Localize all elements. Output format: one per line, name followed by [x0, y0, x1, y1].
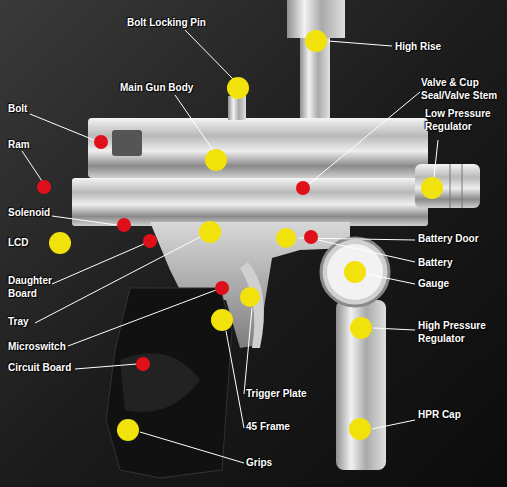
part-label: Ram: [8, 138, 30, 151]
lpr-ring: [462, 164, 463, 208]
part-label: Valve & Cup Seal/Valve Stem: [421, 76, 507, 102]
bolt-window: [112, 130, 142, 156]
part-label: 45 Frame: [246, 420, 290, 433]
part-label: HPR Cap: [418, 408, 461, 421]
trigger: [240, 262, 264, 348]
hpr: [336, 300, 386, 470]
grip: [106, 288, 232, 478]
yellow-markers: [49, 30, 443, 441]
part-label: Battery: [418, 256, 452, 269]
part-label: Main Gun Body: [120, 81, 193, 94]
part-label: LCD: [8, 236, 29, 249]
leader-lines: [22, 30, 438, 463]
part-label: Bolt: [8, 102, 27, 115]
part-label: Solenoid: [8, 206, 50, 219]
part-label: Daughter Board: [8, 274, 58, 300]
part-label: Tray: [8, 315, 29, 328]
grip-texture: [120, 353, 200, 412]
lpr: [415, 164, 480, 208]
part-label: Bolt Locking Pin: [127, 16, 206, 29]
part-label: Grips: [246, 456, 272, 469]
part-label: Gauge: [418, 277, 449, 290]
part-label: Microswitch: [8, 340, 66, 353]
part-label: High Pressure Regulator: [418, 319, 500, 345]
part-label: Circuit Board: [8, 361, 71, 374]
bolt-locking-pin: [228, 96, 246, 120]
part-label: Trigger Plate: [246, 387, 307, 400]
part-label: High Rise: [395, 40, 441, 53]
red-markers: [37, 135, 318, 371]
part-label: Battery Door: [418, 232, 479, 245]
lpr-ring: [450, 164, 451, 208]
part-label: Low Pressure Regulator: [425, 107, 501, 133]
